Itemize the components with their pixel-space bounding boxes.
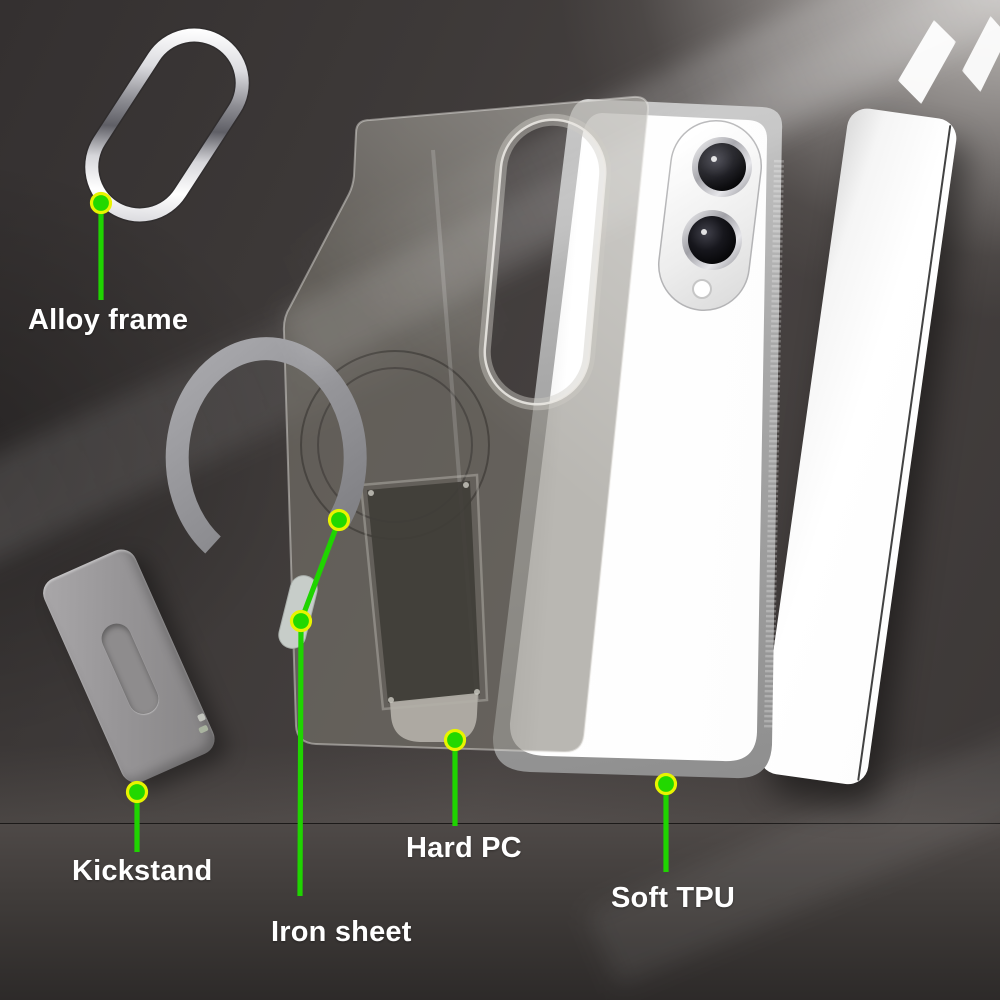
- callout-dot-alloy-frame: [89, 191, 113, 215]
- flash-led: [692, 279, 712, 299]
- callout-dot-iron-sheet-bar: [289, 609, 313, 633]
- callout-label-soft-tpu: Soft TPU: [611, 882, 736, 914]
- screw: [368, 490, 374, 496]
- callout-label-kickstand: Kickstand: [72, 855, 213, 887]
- callout-dot-hard-pc: [443, 728, 467, 752]
- callout-dot-kickstand: [125, 780, 149, 804]
- callout-label-hard-pc: Hard PC: [406, 832, 522, 864]
- callout-lines: [98, 210, 669, 897]
- kickstand-slot-frame: [359, 473, 489, 711]
- hard-pc-shell: [282, 95, 650, 754]
- screw: [463, 482, 469, 488]
- kickstand-slot-window: [367, 481, 480, 703]
- screw: [388, 697, 394, 703]
- bumper-texture-strip: [764, 159, 784, 731]
- camera-lens-top: [692, 137, 752, 197]
- floor-shadow-band: [0, 823, 1000, 1000]
- iron-sheet-ring: [165, 337, 367, 554]
- callout-label-alloy-frame: Alloy frame: [28, 304, 189, 336]
- callout-label-iron-sheet: Iron sheet: [271, 916, 412, 948]
- screw: [474, 689, 480, 695]
- camera-lens-bottom: [682, 210, 742, 270]
- callout-dot-soft-tpu: [654, 772, 678, 796]
- callout-dot-iron-sheet-ring: [327, 508, 351, 532]
